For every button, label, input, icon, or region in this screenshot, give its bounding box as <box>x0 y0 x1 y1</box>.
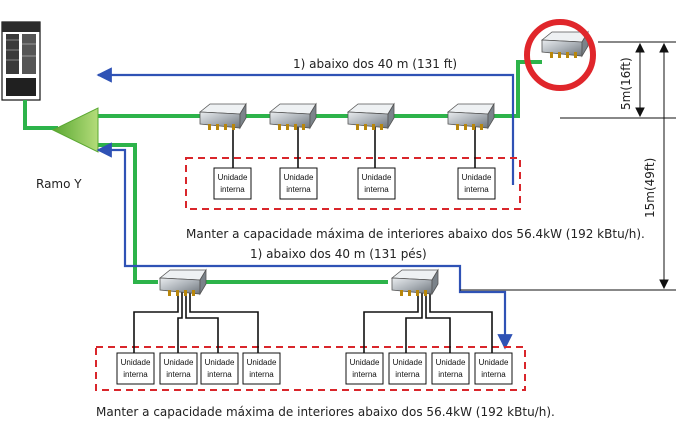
indoor-unit-label-line1: Unidade <box>436 358 466 367</box>
indoor-unit: Unidade interna <box>388 352 427 385</box>
indoor-units: UnidadeinternaUnidadeinternaUnidadeinter… <box>116 167 513 385</box>
branch-box-icon <box>346 102 395 130</box>
indoor-unit-label-line2: interna <box>352 370 377 379</box>
lower-distance-label: 1) abaixo dos 40 m (131 pés) <box>250 247 427 261</box>
indoor-unit-label-line2: interna <box>438 370 463 379</box>
lower-distance-arrow <box>96 142 513 350</box>
indoor-unit-label-line1: Unidade <box>164 358 194 367</box>
y-branch-icon <box>51 107 99 153</box>
y-branch-label: Ramo Y <box>36 177 82 191</box>
indoor-unit: Unidade interna <box>431 352 470 385</box>
indoor-unit-label-line2: interna <box>286 185 311 194</box>
branch-box-icon <box>390 268 439 296</box>
indoor-unit-label-line1: Unidade <box>247 358 277 367</box>
indoor-unit-label-line2: interna <box>220 185 245 194</box>
pipe-lower-riser <box>98 143 158 284</box>
indoor-unit-label-line1: Unidade <box>362 173 392 182</box>
lower-capacity-note: Manter a capacidade máxima de interiores… <box>96 405 555 419</box>
branch-box-icon <box>198 102 247 130</box>
indoor-unit-label-line1: Unidade <box>479 358 509 367</box>
height-15m-label: 15m(49ft) <box>643 158 657 218</box>
indoor-unit: Unidade interna <box>474 352 513 385</box>
upper-indoor-group-box <box>185 157 521 210</box>
indoor-unit-label-line2: interna <box>364 185 389 194</box>
indoor-unit: Unidade interna <box>116 352 155 385</box>
indoor-unit: Unidade interna <box>213 167 252 200</box>
upper-distance-label: 1) abaixo dos 40 m (131 ft) <box>293 57 457 71</box>
indoor-unit-label-line1: Unidade <box>121 358 151 367</box>
indoor-unit-label-line2: interna <box>166 370 191 379</box>
outdoor-unit-icon <box>1 21 41 101</box>
branch-box-icon <box>446 102 495 130</box>
indoor-unit: Unidade interna <box>279 167 318 200</box>
indoor-unit-label-line2: interna <box>395 370 420 379</box>
highlight-circle <box>524 19 596 91</box>
indoor-unit: Unidade interna <box>159 352 198 385</box>
height-dimensions <box>460 41 676 291</box>
branch-box-icon <box>268 102 317 130</box>
indoor-unit-label-line2: interna <box>249 370 274 379</box>
indoor-unit: Unidade interna <box>357 167 396 200</box>
lower-indoor-group-box <box>95 346 526 391</box>
indoor-unit: Unidade interna <box>200 352 239 385</box>
upper-distance-arrow <box>96 67 515 185</box>
indoor-unit-label-line1: Unidade <box>218 173 248 182</box>
indoor-unit-label-line1: Unidade <box>393 358 423 367</box>
indoor-unit-label-line2: interna <box>481 370 506 379</box>
indoor-unit: Unidade interna <box>345 352 384 385</box>
upper-drop-lines <box>232 126 476 168</box>
branch-box-icon <box>540 30 589 58</box>
indoor-unit-label-line1: Unidade <box>284 173 314 182</box>
indoor-unit: Unidade interna <box>242 352 281 385</box>
indoor-unit-label-line2: interna <box>207 370 232 379</box>
distance-arrows <box>96 67 515 350</box>
pipe-outdoor-to-y <box>23 100 58 130</box>
indoor-unit-label-line1: Unidade <box>205 358 235 367</box>
height-5m-label: 5m(16ft) <box>619 57 633 110</box>
indoor-unit-label-line1: Unidade <box>462 173 492 182</box>
indoor-unit-label-line2: interna <box>123 370 148 379</box>
branch-box-icon <box>158 268 207 296</box>
indoor-unit: Unidade interna <box>457 167 496 200</box>
indoor-unit-label-line2: interna <box>464 185 489 194</box>
branch-boxes <box>158 30 589 296</box>
lower-drop-lines <box>133 292 493 353</box>
indoor-unit-label-line1: Unidade <box>350 358 380 367</box>
upper-capacity-note: Manter a capacidade máxima de interiores… <box>186 227 645 241</box>
